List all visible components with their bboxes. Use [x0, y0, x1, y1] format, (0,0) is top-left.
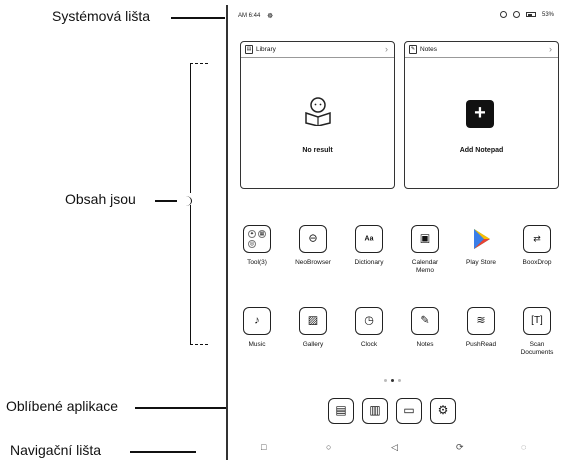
- page-dot[interactable]: [384, 379, 387, 382]
- library-card-title: Library: [256, 46, 276, 53]
- notes-card[interactable]: ✎ Notes › + Add Notepad: [404, 41, 559, 189]
- status-time: AM 6:44: [238, 13, 261, 19]
- favorites-dock: ▤ ▥ ▭ ⚙: [328, 398, 456, 424]
- back-triangle-icon[interactable]: ◁: [391, 442, 398, 452]
- circle-icon[interactable]: ○: [326, 442, 332, 452]
- battery-percent: 53%: [541, 11, 554, 18]
- bar-chart-icon[interactable]: ▥: [362, 398, 388, 424]
- add-notepad-label: Add Notepad: [459, 147, 504, 154]
- play-store-icon: [467, 225, 495, 253]
- app-music[interactable]: ♪ Music: [231, 307, 283, 349]
- app-booxdrop[interactable]: ⇄ BooxDrop: [511, 225, 563, 267]
- notes-card-title: Notes: [420, 46, 437, 53]
- annotation-content: Obsah jsou: [65, 191, 136, 207]
- folder-icon[interactable]: ▭: [396, 398, 422, 424]
- add-notepad-button[interactable]: +: [466, 100, 494, 128]
- app-label: Dictionary: [354, 259, 384, 266]
- chevron-right-icon[interactable]: ›: [385, 44, 388, 54]
- app-clock[interactable]: ◷ Clock: [343, 307, 395, 349]
- annotation-nav-bar: Navigační lišta: [10, 442, 102, 458]
- annotation-system-bar: Systémová lišta: [52, 8, 151, 24]
- status-bar: AM 6:44 ☸ 53%: [228, 5, 562, 27]
- browser-icon: ⊖: [299, 225, 327, 253]
- library-empty-text: No result: [302, 147, 333, 154]
- app-label: Tool(3): [247, 259, 267, 266]
- notes-card-header[interactable]: ✎ Notes ›: [405, 42, 558, 58]
- app-label: BooxDrop: [522, 259, 552, 266]
- app-label: Play Store: [466, 259, 496, 266]
- app-tool[interactable]: ✦ ▦ ◎ Tool(3): [231, 225, 283, 267]
- pushread-icon: ≋: [467, 307, 495, 335]
- app-label: Gallery: [302, 341, 324, 348]
- page-indicator: [384, 379, 401, 382]
- app-neobrowser[interactable]: ⊖ NeoBrowser: [287, 225, 339, 267]
- scan-icon: [T]: [523, 307, 551, 335]
- library-card[interactable]: ▤ Library › No result: [240, 41, 395, 189]
- annotation-line-system-bar: [171, 17, 225, 19]
- library-card-header[interactable]: ▤ Library ›: [241, 42, 394, 58]
- app-scan-documents[interactable]: [T] Scan Documents: [511, 307, 563, 357]
- battery-icon: [525, 12, 536, 17]
- notes-pen-icon: ✎: [411, 307, 439, 335]
- gallery-icon: ▨: [299, 307, 327, 335]
- notification-icon: ☸: [267, 13, 274, 20]
- annotation-favorites: Oblíbené aplikace: [6, 398, 119, 414]
- music-icon: ♪: [243, 307, 271, 335]
- status-right: 53%: [499, 11, 554, 18]
- sync-icon: [499, 11, 507, 18]
- app-label: Scan Documents: [520, 341, 554, 356]
- calendar-icon: ▣: [411, 225, 439, 253]
- annotation-line-content: [155, 200, 177, 202]
- app-gallery[interactable]: ▨ Gallery: [287, 307, 339, 349]
- app-dictionary[interactable]: Aa Dictionary: [343, 225, 395, 267]
- dictionary-icon: Aa: [355, 225, 383, 253]
- empty-reader-icon: [305, 97, 331, 126]
- chevron-right-icon[interactable]: ›: [549, 44, 552, 54]
- app-calendar-memo[interactable]: ▣ Calendar Memo: [399, 225, 451, 275]
- page-dot-active[interactable]: [391, 379, 394, 382]
- tool-folder-icon: ✦ ▦ ◎: [243, 225, 271, 253]
- refresh-icon[interactable]: ⟳: [456, 442, 464, 452]
- app-notes[interactable]: ✎ Notes: [399, 307, 451, 349]
- library-card-body: No result: [241, 58, 394, 188]
- app-label: Notes: [416, 341, 434, 348]
- square-icon[interactable]: □: [261, 442, 267, 452]
- app-pushread[interactable]: ≋ PushRead: [455, 307, 507, 349]
- library-icon: ▤: [245, 45, 253, 54]
- annotation-bracket-nub: [180, 196, 192, 206]
- app-play-store[interactable]: Play Store: [455, 225, 507, 267]
- clock-icon: ◷: [355, 307, 383, 335]
- app-label: Clock: [360, 341, 378, 348]
- device-screen: AM 6:44 ☸ 53% ▤ Library › No result: [226, 5, 562, 460]
- app-label: PushRead: [465, 341, 497, 348]
- eink-mode-icon[interactable]: ◌: [521, 442, 527, 452]
- library-icon[interactable]: ▤: [328, 398, 354, 424]
- annotation-bracket-top: [190, 63, 208, 193]
- notes-card-body: + Add Notepad: [405, 58, 558, 188]
- wifi-icon: [512, 11, 520, 18]
- notes-icon: ✎: [409, 45, 417, 54]
- settings-icon[interactable]: ⚙: [430, 398, 456, 424]
- app-label: NeoBrowser: [295, 259, 331, 266]
- booxdrop-icon: ⇄: [523, 225, 551, 253]
- navigation-bar: □ ○ ◁ ⟳ ◌: [228, 438, 562, 460]
- app-label: Music: [248, 341, 266, 348]
- annotation-line-nav-bar: [130, 451, 196, 453]
- app-label: Calendar Memo: [411, 259, 439, 274]
- page-dot[interactable]: [398, 379, 401, 382]
- annotation-bracket-bottom: [190, 205, 208, 345]
